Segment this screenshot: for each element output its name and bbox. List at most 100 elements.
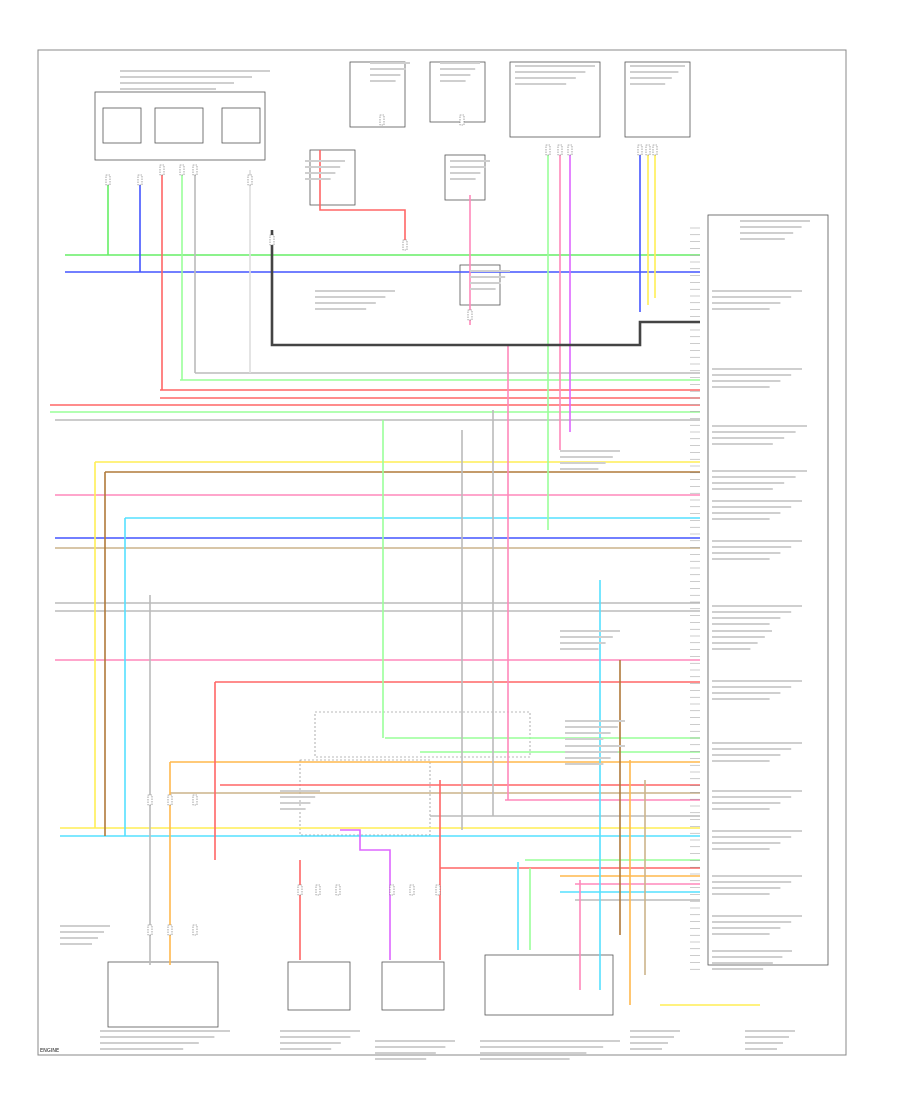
label-mark-0-2 bbox=[120, 82, 234, 84]
label-mark-19-0 bbox=[712, 915, 802, 917]
label-mark-35-2 bbox=[565, 757, 611, 759]
label-mark-31-0 bbox=[470, 270, 510, 272]
label-mark-34-2 bbox=[565, 732, 611, 734]
label-mark-1-0 bbox=[370, 62, 410, 64]
label-mark-25-0 bbox=[630, 1030, 680, 1032]
label-mark-26-2 bbox=[745, 1042, 783, 1044]
label-mark-8-3 bbox=[712, 443, 773, 445]
label-mark-5-1 bbox=[740, 226, 802, 228]
label-mark-12-3 bbox=[712, 623, 770, 625]
label-mark-16-0 bbox=[712, 790, 802, 792]
label-mark-9-3 bbox=[712, 488, 773, 490]
label-mark-5-3 bbox=[740, 238, 785, 240]
intermediate-connector-box bbox=[299, 759, 431, 836]
label-mark-0-0 bbox=[120, 70, 270, 72]
label-mark-35-3 bbox=[565, 763, 604, 765]
clutch-switch-box bbox=[459, 264, 501, 306]
connector-stub-27 bbox=[379, 114, 385, 126]
label-mark-5-0 bbox=[740, 220, 810, 222]
label-mark-20-3 bbox=[712, 968, 764, 970]
label-mark-29-0 bbox=[305, 160, 345, 162]
connector-stub-16 bbox=[167, 924, 173, 936]
label-mark-2-1 bbox=[440, 68, 476, 70]
label-mark-25-2 bbox=[630, 1042, 668, 1044]
fuse-box-top bbox=[429, 61, 486, 123]
connector-stub-23 bbox=[435, 884, 441, 896]
ecm-pins-group bbox=[690, 227, 700, 970]
crank-sensor-box bbox=[624, 61, 691, 138]
label-mark-5-2 bbox=[740, 232, 794, 234]
corner-label: ENGINE bbox=[40, 1048, 59, 1054]
label-mark-27-1 bbox=[60, 931, 104, 933]
wires-group bbox=[50, 150, 760, 1006]
label-mark-34-3 bbox=[565, 738, 604, 740]
label-mark-3-2 bbox=[515, 77, 576, 79]
label-mark-6-3 bbox=[712, 308, 770, 310]
ecm-box bbox=[707, 214, 829, 966]
connector-stub-21 bbox=[389, 884, 395, 896]
label-mark-1-2 bbox=[370, 74, 401, 76]
label-mark-17-1 bbox=[712, 836, 792, 838]
label-mark-30-0 bbox=[450, 160, 490, 162]
label-mark-12-0 bbox=[712, 605, 802, 607]
label-mark-24-3 bbox=[480, 1058, 570, 1060]
label-mark-35-0 bbox=[565, 745, 625, 747]
label-mark-19-1 bbox=[712, 921, 792, 923]
label-mark-34-1 bbox=[565, 726, 618, 728]
label-mark-32-1 bbox=[280, 796, 316, 798]
label-mark-29-2 bbox=[305, 172, 336, 174]
connector-stub-20 bbox=[335, 884, 341, 896]
label-mark-35-1 bbox=[565, 751, 618, 753]
label-mark-27-0 bbox=[60, 925, 110, 927]
sensor-loop bbox=[340, 829, 391, 960]
label-mark-0-3 bbox=[120, 88, 216, 90]
label-mark-36-0 bbox=[560, 450, 620, 452]
label-mark-13-3 bbox=[712, 648, 751, 650]
label-mark-16-3 bbox=[712, 808, 770, 810]
label-mark-10-0 bbox=[712, 500, 802, 502]
connector-stub-19 bbox=[315, 884, 321, 896]
label-mark-28-2 bbox=[315, 302, 376, 304]
label-mark-32-0 bbox=[280, 790, 320, 792]
connector-stub-25 bbox=[402, 239, 408, 251]
label-mark-20-0 bbox=[712, 950, 792, 952]
label-mark-32-3 bbox=[280, 808, 306, 810]
label-mark-18-0 bbox=[712, 875, 802, 877]
label-mark-13-1 bbox=[712, 636, 765, 638]
label-mark-22-3 bbox=[280, 1048, 332, 1050]
label-mark-17-0 bbox=[712, 830, 802, 832]
connector-stub-0 bbox=[105, 174, 111, 186]
label-mark-20-2 bbox=[712, 962, 773, 964]
label-mark-14-1 bbox=[712, 686, 792, 688]
label-mark-6-2 bbox=[712, 302, 781, 304]
connector-stub-13 bbox=[167, 794, 173, 806]
label-mark-33-0 bbox=[560, 630, 620, 632]
label-mark-31-3 bbox=[470, 288, 496, 290]
label-mark-3-3 bbox=[515, 83, 567, 85]
connector-stub-7 bbox=[557, 144, 563, 156]
label-mark-19-3 bbox=[712, 933, 770, 935]
label-mark-7-1 bbox=[712, 374, 792, 376]
label-mark-23-0 bbox=[375, 1040, 455, 1042]
connector-stub-3 bbox=[179, 164, 185, 176]
label-mark-22-0 bbox=[280, 1030, 360, 1032]
label-mark-2-3 bbox=[440, 80, 466, 82]
label-mark-23-3 bbox=[375, 1058, 427, 1060]
label-mark-8-2 bbox=[712, 437, 785, 439]
label-mark-32-2 bbox=[280, 802, 311, 804]
label-mark-10-1 bbox=[712, 506, 792, 508]
label-mark-20-1 bbox=[712, 956, 783, 958]
label-mark-11-1 bbox=[712, 546, 792, 548]
label-mark-34-0 bbox=[565, 720, 625, 722]
label-mark-4-0 bbox=[630, 65, 685, 67]
ground-bus bbox=[270, 230, 700, 347]
label-mark-36-1 bbox=[560, 456, 613, 458]
stop-lamp-switch-box bbox=[349, 61, 406, 128]
label-mark-28-1 bbox=[315, 296, 386, 298]
connector-stub-8 bbox=[567, 144, 573, 156]
connector-stub-6 bbox=[545, 144, 551, 156]
label-mark-3-1 bbox=[515, 71, 586, 73]
label-mark-26-0 bbox=[745, 1030, 795, 1032]
connector-stub-1 bbox=[137, 174, 143, 186]
